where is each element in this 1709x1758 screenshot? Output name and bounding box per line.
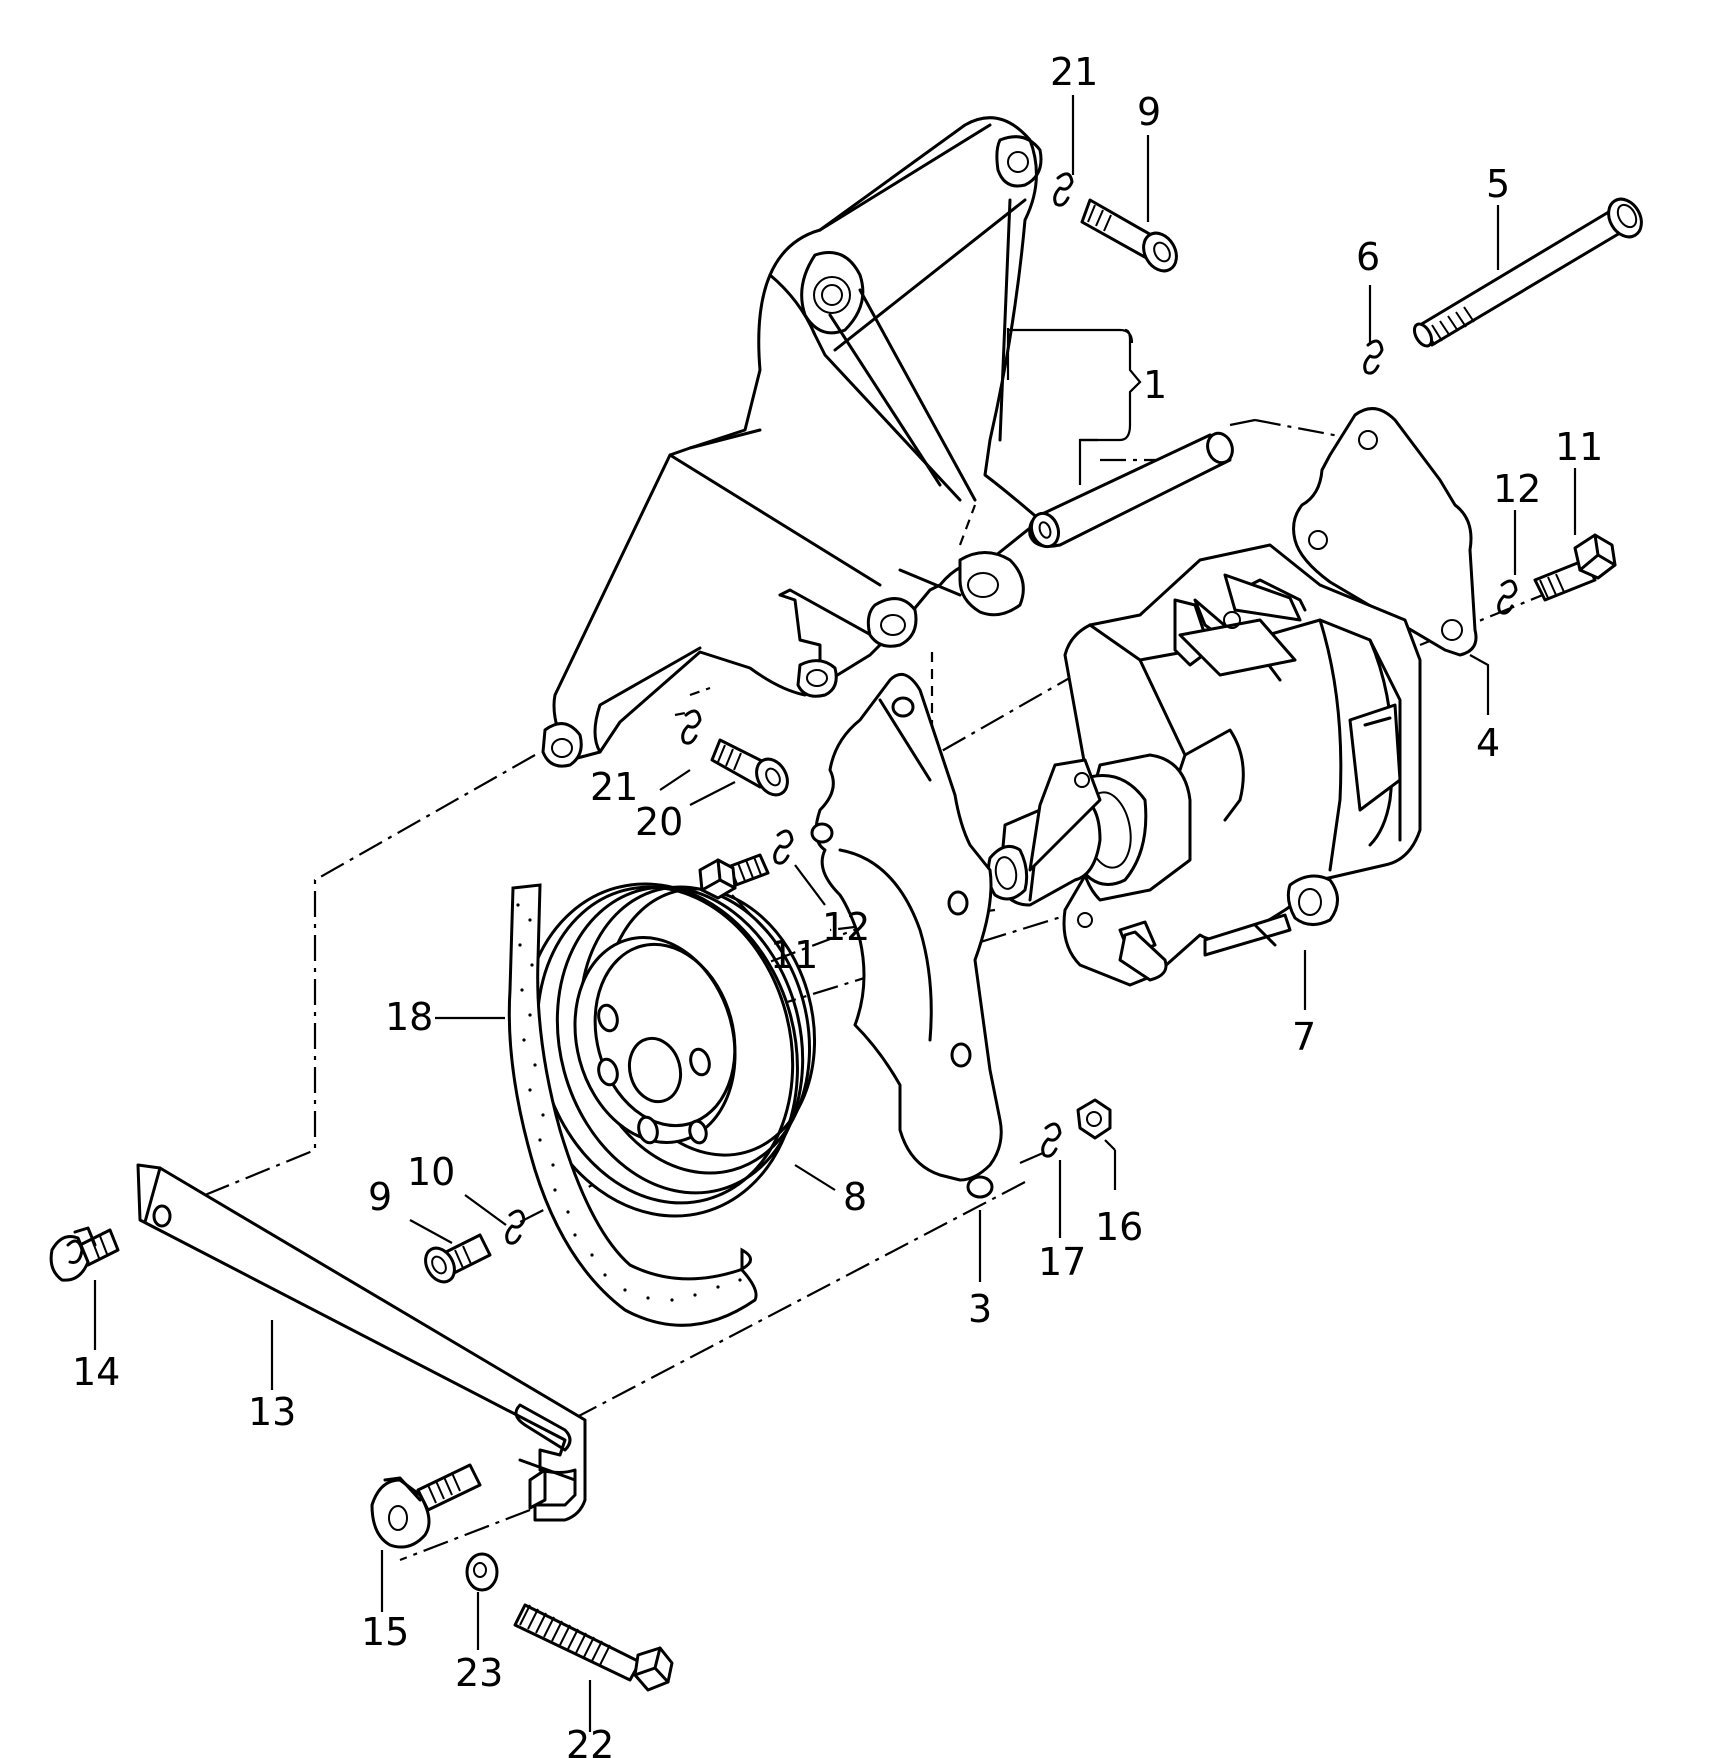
callout-6: 6 xyxy=(1356,235,1380,279)
callout-18: 18 xyxy=(385,995,433,1039)
adjusting-strap xyxy=(136,1163,587,1522)
bolt-5 xyxy=(1412,197,1643,348)
bolt-15 xyxy=(370,1463,482,1549)
callout-16: 16 xyxy=(1095,1205,1143,1249)
callout-5: 5 xyxy=(1486,162,1510,206)
callout-12-right: 12 xyxy=(1493,467,1541,511)
bolt-9-top xyxy=(1080,198,1178,273)
pump-pulley xyxy=(521,882,817,1218)
spring-washer-10 xyxy=(505,1209,526,1245)
bolt-11-right xyxy=(1533,533,1617,602)
callout-14: 14 xyxy=(72,1350,120,1394)
leader-lines xyxy=(93,95,1577,1732)
spring-washer-21-top xyxy=(1053,172,1074,207)
main-bracket xyxy=(541,116,1043,768)
bracket-sleeve xyxy=(1028,431,1234,549)
callout-21-top: 21 xyxy=(1050,50,1098,94)
callout-7: 7 xyxy=(1292,1015,1316,1059)
callout-11-mid: 11 xyxy=(770,933,818,977)
bolt-14 xyxy=(49,1226,120,1282)
spring-washer-12-mid xyxy=(773,829,794,865)
rear-bracket-plate xyxy=(1292,407,1478,657)
spring-washer-6 xyxy=(1363,339,1384,375)
callout-22: 22 xyxy=(566,1723,614,1758)
callout-21-mid: 21 xyxy=(590,765,638,809)
callout-20: 20 xyxy=(635,800,683,844)
callout-10: 10 xyxy=(407,1150,455,1194)
power-steering-pump xyxy=(986,543,1422,987)
bolt-11-mid xyxy=(698,853,770,900)
callout-13: 13 xyxy=(248,1390,296,1434)
callout-11-right: 11 xyxy=(1555,425,1603,469)
pulley-splash-shield xyxy=(507,883,758,1327)
pump-mounting-plate xyxy=(810,672,1003,1199)
callout-9-top: 9 xyxy=(1137,90,1161,134)
bolt-20 xyxy=(710,738,789,797)
nut-16 xyxy=(1076,1098,1112,1140)
spring-washer-21-mid xyxy=(681,709,702,745)
callout-23: 23 xyxy=(455,1651,503,1695)
callout-3: 3 xyxy=(968,1287,992,1331)
callout-12-mid: 12 xyxy=(822,905,870,949)
bolt-9-bottom xyxy=(424,1233,492,1284)
spring-washer-12-right xyxy=(1497,579,1518,615)
callout-15: 15 xyxy=(361,1610,409,1654)
callout-9-bottom: 9 xyxy=(368,1175,392,1219)
spring-washer-17 xyxy=(1041,1122,1062,1158)
callout-labels: 1 3 4 5 6 7 8 9 9 10 11 11 12 12 13 14 1… xyxy=(72,50,1603,1758)
callout-17: 17 xyxy=(1038,1240,1086,1284)
callout-4: 4 xyxy=(1476,721,1500,765)
washer-23 xyxy=(465,1552,499,1592)
callout-1: 1 xyxy=(1143,363,1167,407)
callout-8: 8 xyxy=(843,1175,867,1219)
bolt-22 xyxy=(513,1603,674,1692)
